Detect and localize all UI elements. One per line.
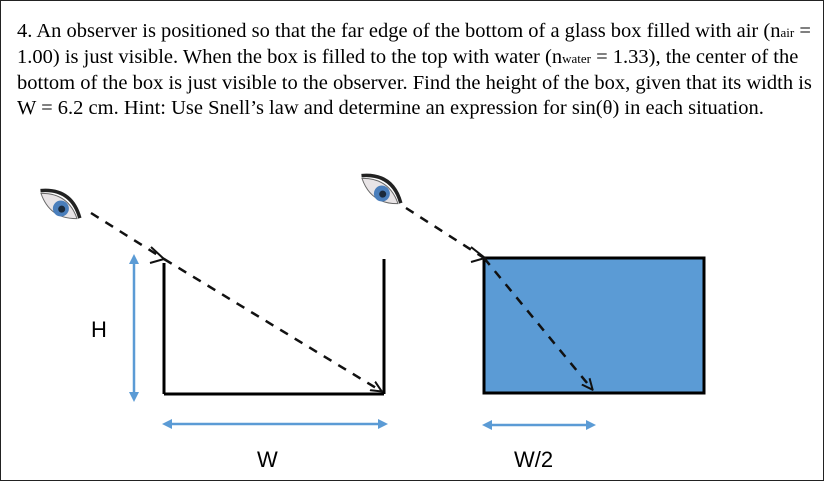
eye-icon-right <box>361 173 403 205</box>
problem-text: 4. An observer is positioned so that the… <box>17 19 817 121</box>
eye-icon-left <box>40 188 82 220</box>
label-h: H <box>91 317 107 342</box>
air-box <box>162 259 386 396</box>
problem-number: 4. <box>17 20 33 42</box>
problem-text-part-1: An observer is positioned so that the fa… <box>32 20 781 42</box>
problem-text-part-2: = 1.00) is just visible. When the box is… <box>17 20 811 68</box>
label-w2: W/2 <box>514 447 553 472</box>
light-ray-water <box>405 206 592 389</box>
light-ray-air <box>90 211 381 391</box>
subscript-water: water <box>562 51 591 66</box>
label-w: W <box>257 447 278 472</box>
subscript-air: air <box>780 25 795 40</box>
water-box <box>482 256 706 395</box>
problem-text-part-3: = 1.33), the center of the bottom of the… <box>17 46 812 119</box>
water-fill <box>484 258 704 393</box>
